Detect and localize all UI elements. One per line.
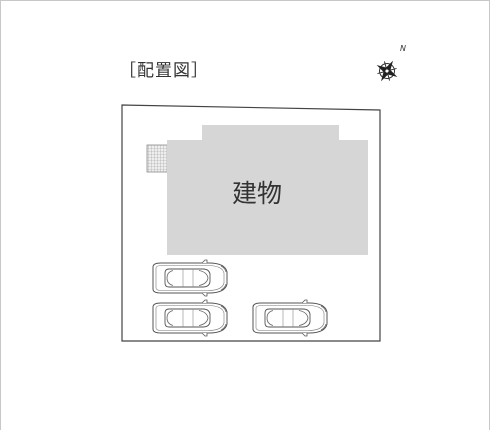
parking-car-3 <box>252 299 328 337</box>
building-label: 建物 <box>232 179 282 208</box>
building-footprint <box>167 125 368 255</box>
parking-car-2 <box>152 299 228 337</box>
compass-icon <box>376 60 398 82</box>
diagram-title: ［配置図］ <box>119 61 209 81</box>
compass-north-label: N <box>400 44 406 53</box>
entrance-pad <box>146 144 169 173</box>
parking-car-1 <box>152 259 228 297</box>
